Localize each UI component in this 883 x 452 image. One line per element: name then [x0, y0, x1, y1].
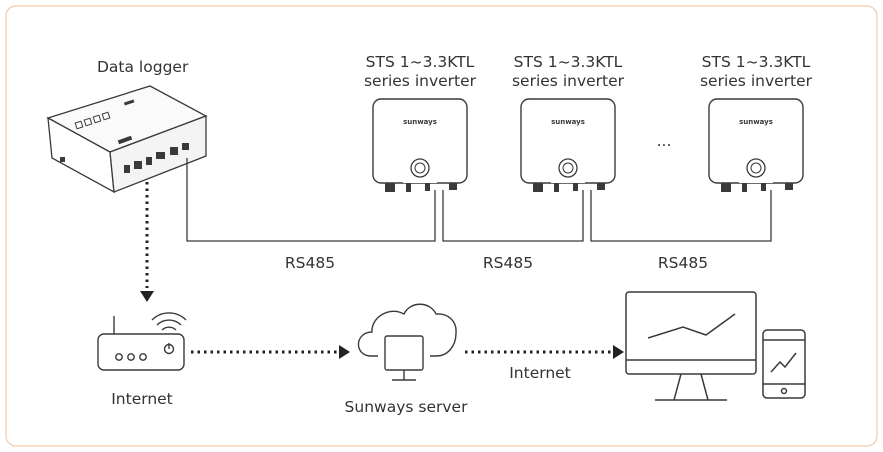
- data-logger-label: Data logger: [97, 58, 189, 76]
- rs485-label-3: RS485: [658, 254, 708, 272]
- internet-link-label: Internet: [509, 364, 571, 382]
- inverter-brand-3: sunways: [739, 118, 773, 126]
- more-inverters-ellipsis: ...: [657, 132, 672, 150]
- inverter-2-title-line1: STS 1~3.3KTL: [514, 53, 623, 71]
- rs485-label-2: RS485: [483, 254, 533, 272]
- inverter-brand-2: sunways: [551, 118, 585, 126]
- data-logger-device: [46, 85, 208, 194]
- router-internet-label: Internet: [111, 390, 173, 408]
- diagram-frame: [5, 5, 878, 447]
- inverter-brand-1: sunways: [403, 118, 437, 126]
- inverter-3: [708, 98, 804, 193]
- arrow-right-icon: [613, 345, 624, 359]
- arrow-down-icon: [140, 291, 154, 302]
- cloud-server-icon: [357, 303, 457, 381]
- server-label: Sunways server: [345, 398, 469, 416]
- inverter-2: [520, 98, 616, 193]
- rs485-label-1: RS485: [285, 254, 335, 272]
- arrow-right-icon: [339, 345, 350, 359]
- inverter-1: [372, 98, 468, 193]
- rs485-bus: [186, 158, 772, 242]
- inverter-1-title-line1: STS 1~3.3KTL: [366, 53, 475, 71]
- inverter-2-title-line2: series inverter: [512, 72, 625, 90]
- phone-icon: [762, 329, 806, 399]
- inverter-3-title-line2: series inverter: [700, 72, 813, 90]
- inverter-3-title-line1: STS 1~3.3KTL: [702, 53, 811, 71]
- inverter-1-title-line2: series inverter: [364, 72, 477, 90]
- router-icon: [97, 312, 187, 371]
- monitor-icon: [625, 291, 757, 401]
